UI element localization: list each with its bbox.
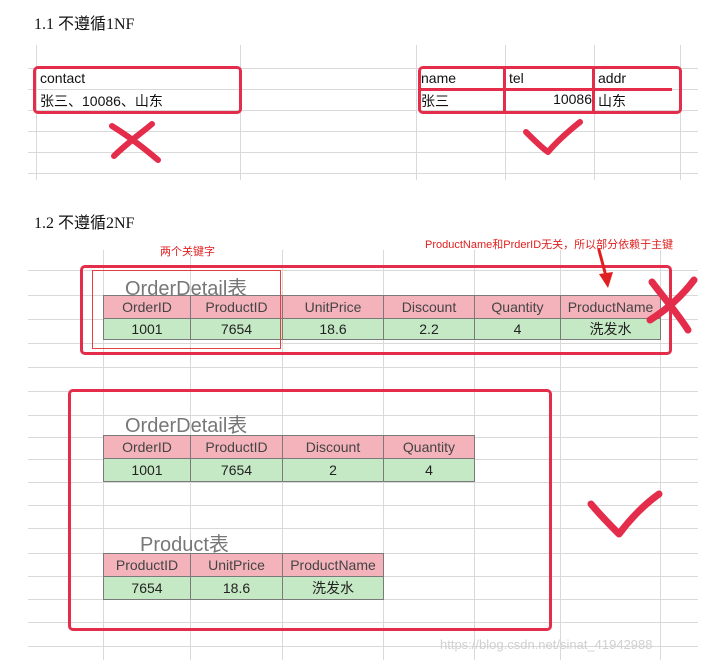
section-2-heading: 1.2 不遵循2NF [34, 215, 135, 232]
composite-key-box [92, 270, 281, 349]
value-cell: 7654 [190, 318, 283, 340]
keys-note: 两个关键字 [160, 246, 215, 258]
section-1-heading: 1.1 不遵循1NF [34, 16, 135, 33]
contact-value: 张三、10086、山东 [40, 93, 163, 109]
check-mark-icon [523, 119, 583, 155]
good-2nf-box [68, 389, 552, 631]
value-cell: 2.2 [383, 318, 475, 340]
value-cell: 1001 [103, 318, 191, 340]
bad-2nf-box [80, 265, 672, 355]
value-cell: 1001 [103, 458, 191, 482]
tel-value: 10086 [553, 91, 592, 107]
header-cell: Discount [282, 435, 384, 459]
header-cell: OrderID [103, 435, 191, 459]
value-cell: 4 [383, 458, 475, 482]
product-title: Product表 [140, 534, 229, 556]
value-cell: 洗发水 [282, 576, 384, 600]
value-cell: 7654 [103, 576, 191, 600]
row-divider-mark [420, 88, 672, 91]
dependency-note: ProductName和PrderID无关，所以部分依赖于主键 [425, 239, 674, 251]
order-detail-title: OrderDetail表 [125, 415, 248, 437]
header-cell: UnitPrice [190, 553, 283, 577]
good-1nf-box [418, 66, 682, 114]
header-cell: ProductID [190, 435, 283, 459]
check-mark-icon [587, 490, 663, 538]
bad-table-title: OrderDetail表 [125, 278, 248, 300]
bad-1nf-box [33, 66, 242, 114]
header-cell: ProductName [282, 553, 384, 577]
header-cell: OrderID [103, 295, 191, 319]
header-cell: Discount [383, 295, 475, 319]
addr-header: addr [598, 70, 627, 86]
header-cell: ProductID [103, 553, 191, 577]
value-cell: 18.6 [190, 576, 283, 600]
addr-value: 山东 [598, 93, 626, 109]
value-cell: 18.6 [282, 318, 384, 340]
name-value: 张三 [421, 93, 449, 109]
tel-header: tel [509, 70, 524, 86]
name-header: name [421, 70, 457, 86]
arrow-down-icon [597, 248, 613, 288]
value-cell: 7654 [190, 458, 283, 482]
column-divider-mark [592, 68, 595, 112]
value-cell: 4 [474, 318, 561, 340]
header-cell: ProductName [560, 295, 661, 319]
column-divider-mark [503, 68, 506, 112]
contact-header: contact [40, 70, 86, 86]
header-cell: UnitPrice [282, 295, 384, 319]
cross-mark-icon [646, 276, 698, 334]
watermark: https://blog.csdn.net/sinat_41942988 [440, 637, 653, 652]
header-cell: Quantity [383, 435, 475, 459]
cross-mark-icon [109, 121, 161, 163]
value-cell: 2 [282, 458, 384, 482]
value-cell: 洗发水 [560, 318, 661, 340]
